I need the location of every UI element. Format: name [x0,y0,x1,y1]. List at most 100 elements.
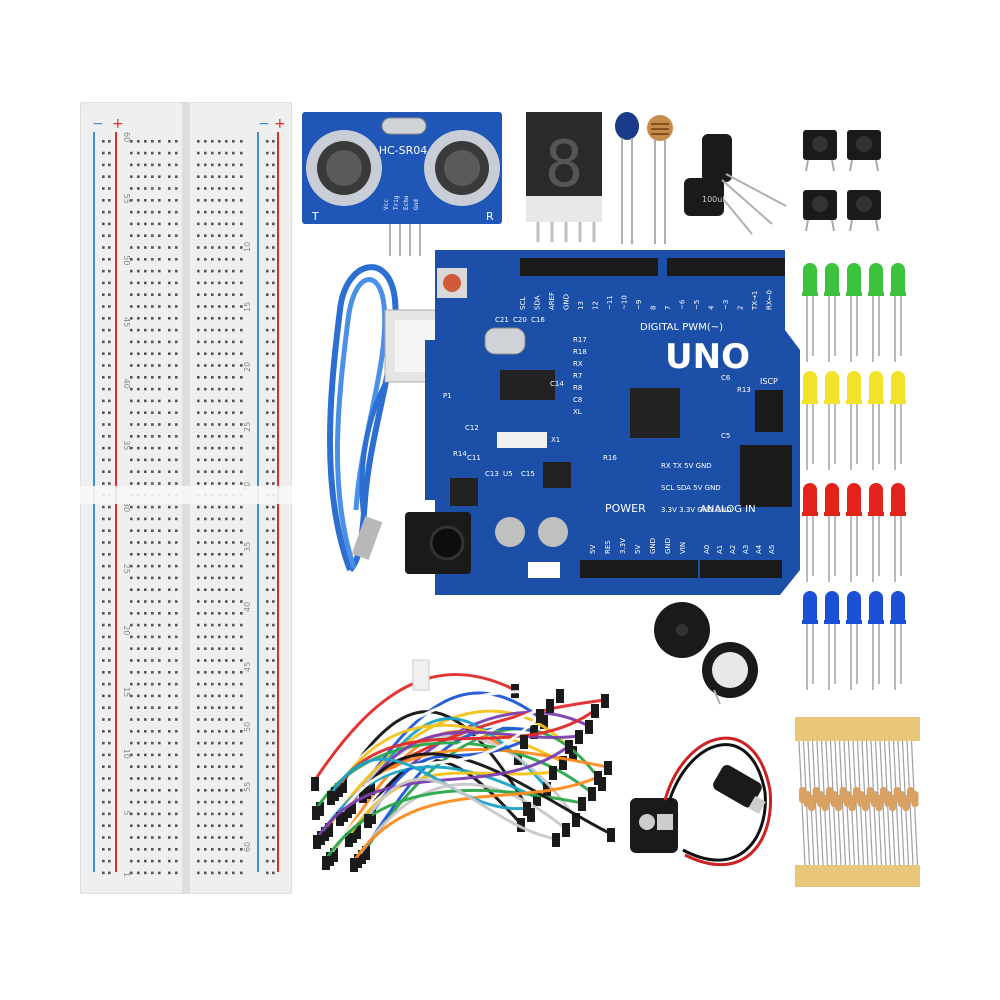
led [802,263,818,362]
led [802,483,818,582]
jumper-pin [533,792,541,806]
uno-component-label: C16 [531,316,545,324]
ceramic-capacitor [612,110,642,245]
breadboard-row-number: 60 [122,132,131,142]
uno-top-pin-label: ~3 [722,300,730,310]
jumper-pin [350,858,358,872]
jumper-wire [361,752,612,836]
led [868,591,884,690]
led-rows [798,262,918,702]
jumper-pin [578,797,586,811]
jumper-pin [520,735,528,749]
led [802,591,818,690]
seven-segment-digit: 8 [545,128,584,202]
led [824,591,840,690]
uno-top-pin-label: AREF [548,292,556,310]
breadboard-row-number: 55 [243,782,252,792]
jumper-pin [523,802,531,816]
push-buttons [800,125,890,245]
uno-analog-pin-label: A2 [729,545,737,554]
breadboard-row-number: 55 [122,194,131,204]
buzzers [650,600,760,705]
uno-component-label: R13 [737,386,751,394]
uno-component-label: C13 [485,470,499,478]
led [824,483,840,582]
uno-power-pin-label: RES [604,540,612,554]
jumper-wire [327,709,575,827]
uno-analog-pin-label: A3 [742,545,750,554]
uno-digital-label: DIGITAL PWM(~) [640,322,723,333]
jumper-pin [536,709,544,723]
electrolytic-capacitors: 100uF [682,130,792,240]
jumper-pin [601,694,609,708]
breadboard-row-number: 60 [243,842,252,852]
ultrasonic-model-label: HC-SR04 [379,144,428,157]
ultrasonic-pin-echo: Echo [403,195,410,210]
breadboard-row-number: 20 [122,625,131,635]
breadboard-row-number: 40 [243,602,252,612]
jumper-pin [607,828,615,842]
led [846,371,862,470]
breadboard-row-number: 50 [243,722,252,732]
push-button [847,190,881,232]
resistors-bundle [795,715,920,890]
breadboard-row-number: 1 [122,872,131,877]
uno-header-label: RX TX 5V GND [661,462,712,470]
jumper-pin [591,704,599,718]
jumper-wire [328,703,551,856]
push-button [803,190,837,232]
uno-header-label: SCL SDA 5V GND [661,484,721,492]
uno-power-pin-label: VIN [679,542,687,554]
led [890,371,906,470]
jumper-pin [517,818,525,832]
uno-top-pin-label: 4 [708,305,716,310]
breadboard-row-number: 35 [122,440,131,450]
uno-top-pin-label: ~10 [621,295,629,310]
breadboard-row-number: 15 [243,302,252,312]
jumper-wire [329,757,528,811]
led [846,263,862,362]
led [824,263,840,362]
led [890,483,906,582]
uno-component-label: C12 [465,424,479,432]
push-button [847,130,881,172]
uno-power-pin-label: GND [649,538,657,554]
jumper-pin [313,835,321,849]
jumper-pin [559,756,567,770]
resistor [910,740,919,866]
push-button [803,130,837,172]
jumper-wire [338,713,542,816]
uno-analog-pin-label: A1 [716,545,724,554]
ultrasonic-pin-vcc: Vcc [383,199,390,210]
breadboard-row-number: 45 [122,317,131,327]
jumper-pin [543,782,551,796]
uno-analog-label: ANALOG IN [700,504,756,515]
uno-analog-pin-label: A0 [703,545,711,554]
uno-top-pin-label: ~11 [606,295,614,310]
breadboard-row-number: 25 [243,422,252,432]
uno-analog-pin-label: A5 [768,545,776,554]
uno-top-pin-label: SDA [534,295,542,310]
breadboard-row-number: 20 [243,362,252,372]
uno-top-pin-label: ~9 [635,300,643,310]
jumper-pin [552,833,560,847]
jumper-wire [324,788,583,860]
jumper-pin [585,720,593,734]
jumper-pin [575,730,583,744]
breadboard-row-number: 10 [243,242,252,252]
led [846,591,862,690]
breadboard-row-number: 35 [243,542,252,552]
jumper-pin [565,740,573,754]
uno-header-label: 3.3V 3.3V GND GND [661,506,732,514]
uno-component-label: X1 [551,436,560,444]
led [890,263,906,362]
wire-tie [412,659,430,691]
jumper-pin [311,777,319,791]
jumper-pin [364,814,372,828]
uno-component-label: R18 [573,348,587,356]
jumper-wire [347,770,554,837]
uno-component-label: C20 [513,316,527,324]
jumper-wire [370,739,525,814]
jumper-pin [556,689,564,703]
photoresistor [645,112,675,244]
